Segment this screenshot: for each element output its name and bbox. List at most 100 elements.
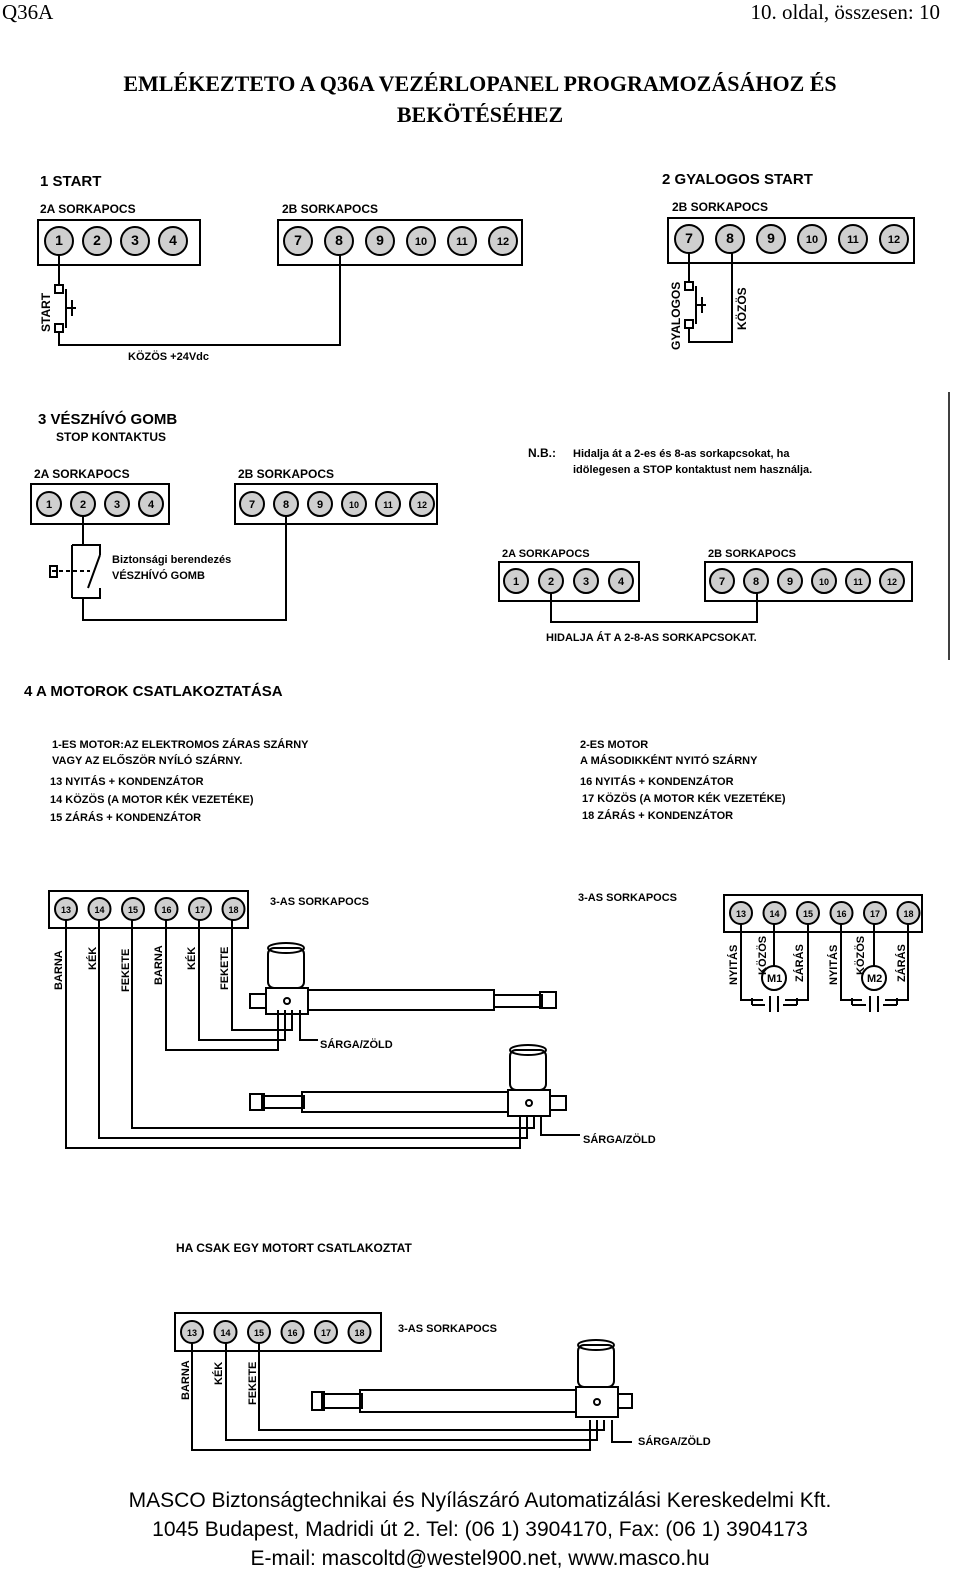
footer-address: 1045 Budapest, Madridi út 2. Tel: (06 1)…: [152, 1518, 808, 1541]
terminal-number: 1: [46, 499, 52, 511]
terminal-number: 18: [228, 905, 238, 915]
terminal-screw: [120, 226, 150, 256]
schem-m2-label: M2: [867, 973, 882, 985]
pedestrian-heading: 2 GYALOGOS START: [662, 171, 813, 188]
terminal-number: 14: [220, 1328, 230, 1338]
terminal-number: 2: [80, 499, 86, 511]
terminal-number: 1: [513, 576, 519, 588]
single-wire-label-brown: BARNA: [180, 1360, 192, 1400]
terminal-number: 4: [169, 232, 177, 248]
motor2-line-3: 16 NYITÁS + KONDENZÁTOR: [580, 775, 734, 788]
single-wire-ground: [611, 1420, 632, 1443]
pedestrian-switch-label: GYALOGOS: [669, 282, 683, 350]
terminal-number: 18: [354, 1328, 364, 1338]
terminal-screw: [138, 491, 164, 517]
terminal-number: 8: [726, 230, 734, 246]
terminal-number: 18: [903, 909, 913, 919]
schematic-motor2: [840, 924, 909, 1012]
terminal-screw: [447, 226, 477, 256]
motor1-wire-ground: [540, 1115, 580, 1136]
terminal-number: 10: [819, 577, 829, 587]
terminal-screw: [845, 568, 871, 594]
single-wire-black: [258, 1343, 605, 1431]
terminal-number: 15: [128, 905, 138, 915]
note-terminal-block-2a: [498, 561, 640, 602]
schem-m1-label: M1: [767, 973, 782, 985]
motor1-line-4: 14 KÖZÖS (A MOTOR KÉK VEZETÉKE): [50, 793, 254, 806]
schematic-terminal-block-3: [723, 894, 923, 933]
doc-name: Q36A: [2, 0, 54, 24]
note-prefix: N.B.:: [528, 446, 556, 460]
section-note-bridge: N.B.: Hidalja át a 2-es és 8-as sorkapcs…: [498, 392, 950, 660]
terminal-screw: [709, 568, 735, 594]
terminal-number: 15: [803, 909, 813, 919]
terminal-number: 10: [806, 234, 818, 246]
company-footer: MASCO Biztonságtechnikai és Nyílászáró A…: [0, 1486, 960, 1573]
terminal-number: 13: [61, 905, 71, 915]
schem-common-2: KÖZÖS: [854, 936, 867, 975]
terminal-number: 16: [836, 909, 846, 919]
motor2-line-4: 17 KÖZÖS (A MOTOR KÉK VEZETÉKE): [582, 792, 786, 805]
terminal-number: 17: [870, 909, 880, 919]
emergency-device-line1: Biztonsági berendezés: [112, 554, 231, 566]
start-block-a-label: 2A SORKAPOCS: [40, 202, 136, 216]
wire-label-blue-2: KÉK: [185, 947, 198, 970]
terminal-screw: [280, 1320, 305, 1344]
note-block-a-label: 2A SORKAPOCS: [502, 548, 590, 560]
terminal-number: 16: [287, 1328, 297, 1338]
wire-label-black-1: FEKETE: [120, 949, 132, 992]
start-block-b-label: 2B SORKAPOCS: [282, 202, 378, 216]
single-wire-label-black: FEKETE: [247, 1362, 259, 1405]
page-info: 10. oldal, összesen: 10: [750, 0, 940, 24]
motors-wire-labels: BARNA KÉK FEKETE BARNA KÉK FEKETE: [53, 945, 231, 992]
schem-open-1: NYITÁS: [727, 945, 740, 985]
terminal-screw: [811, 568, 837, 594]
schematic-block3-label: 3-AS SORKAPOCS: [578, 892, 677, 904]
terminal-number: 12: [887, 577, 897, 587]
schematic-labels: NYITÁS KÖZÖS ZÁRÁS NYITÁS KÖZÖS ZÁRÁS: [727, 936, 908, 985]
motor1-line-2: VAGY AZ ELŐSZÖR NYÍLÓ SZÁRNY.: [52, 754, 242, 767]
single-block3-label: 3-AS SORKAPOCS: [398, 1323, 497, 1335]
terminal-number: 7: [294, 232, 302, 248]
terminal-number: 7: [685, 230, 693, 246]
single-terminal-block-3: [174, 1312, 382, 1352]
terminal-number: 8: [283, 499, 289, 511]
start-heading: 1 START: [40, 173, 101, 190]
terminal-number: 13: [187, 1328, 197, 1338]
single-wire-brown: [191, 1343, 591, 1451]
motor2-line-2: A MÁSODIKKÉNT NYITÓ SZÁRNY: [580, 754, 758, 767]
motor1-wire-blue: [98, 920, 528, 1139]
schematic-motor1: [740, 924, 809, 1012]
emergency-switch: [49, 544, 101, 599]
terminal-screw: [409, 491, 435, 517]
terminal-screw: [573, 568, 599, 594]
note-block-b-label: 2B SORKAPOCS: [708, 548, 796, 560]
terminal-screw: [239, 491, 265, 517]
terminal-number: 7: [719, 576, 725, 588]
schem-open-2: NYITÁS: [827, 945, 840, 985]
motor1-line-1: 1-ES MOTOR:AZ ELEKTROMOS ZÁRAS SZÁRNY: [52, 738, 309, 751]
single-motor-heading: HA CSAK EGY MOTORT CSATLAKOZTAT: [176, 1241, 412, 1255]
note-bridge-wire: [550, 593, 758, 623]
motor2-wire-blue: [198, 920, 286, 1041]
terminal-screw: [283, 226, 313, 256]
terminal-screw: [406, 226, 436, 256]
terminal-number: 2: [548, 576, 554, 588]
motor2-actuator: [249, 942, 557, 1015]
terminal-number: 11: [383, 500, 393, 510]
terminal-number: 12: [497, 236, 509, 248]
terminal-screw: [36, 491, 62, 517]
emergency-block-b-label: 2B SORKAPOCS: [238, 467, 334, 481]
motors-block3-label: 3-AS SORKAPOCS: [270, 896, 369, 908]
terminal-number: 16: [161, 905, 171, 915]
terminal-number: 13: [736, 909, 746, 919]
motor1-wire-black: [131, 920, 535, 1129]
motor1-description: 1-ES MOTOR:AZ ELEKTROMOS ZÁRAS SZÁRNY VA…: [50, 738, 309, 824]
